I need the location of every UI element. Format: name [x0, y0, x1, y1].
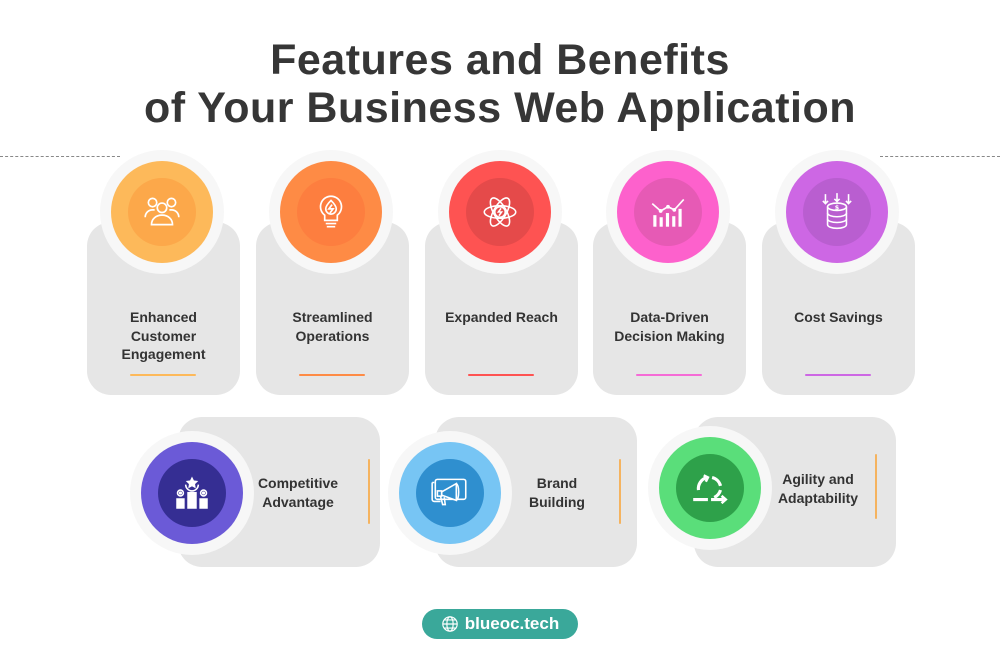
feature-accent-bar	[619, 459, 621, 524]
atom-bolt-icon	[483, 197, 517, 227]
title-line-2: of Your Business Web Application	[143, 84, 857, 132]
users-group-icon	[144, 197, 180, 226]
brand-badge[interactable]: blueoc.tech	[422, 609, 578, 639]
feature-badge	[388, 431, 512, 555]
feature-badge	[100, 150, 224, 274]
page-title: Features and Benefits of Your Business W…	[0, 36, 1000, 132]
bar-chart-trend-icon	[651, 198, 685, 227]
feature-label: Cost Savings	[794, 309, 883, 325]
feature-underline	[636, 374, 702, 376]
title-line-1: Features and Benefits	[270, 36, 730, 84]
lightbulb-bolt-icon	[319, 195, 343, 228]
feature-label: Expanded Reach	[445, 309, 558, 325]
decorative-dashed-line-right	[880, 156, 1000, 157]
svg-text:$: $	[835, 204, 839, 211]
feature-accent-bar	[368, 459, 370, 524]
feature-underline	[130, 374, 196, 376]
feature-badge: $	[775, 150, 899, 274]
brand-label: blueoc.tech	[464, 614, 560, 633]
feature-badge	[606, 150, 730, 274]
feature-underline	[299, 374, 365, 376]
feature-underline	[468, 374, 534, 376]
feature-accent-bar	[875, 454, 877, 519]
globe-icon	[441, 616, 458, 632]
agile-cycle-icon	[693, 474, 728, 505]
feature-underline	[805, 374, 871, 376]
feature-badge	[438, 150, 562, 274]
feature-badge	[269, 150, 393, 274]
decorative-dashed-line-left	[0, 156, 120, 157]
coin-stack-savings-icon: $	[822, 193, 852, 230]
podium-star-icon	[176, 476, 208, 509]
feature-badge	[130, 431, 254, 555]
megaphone-icon	[431, 478, 467, 506]
feature-badge	[648, 426, 772, 550]
